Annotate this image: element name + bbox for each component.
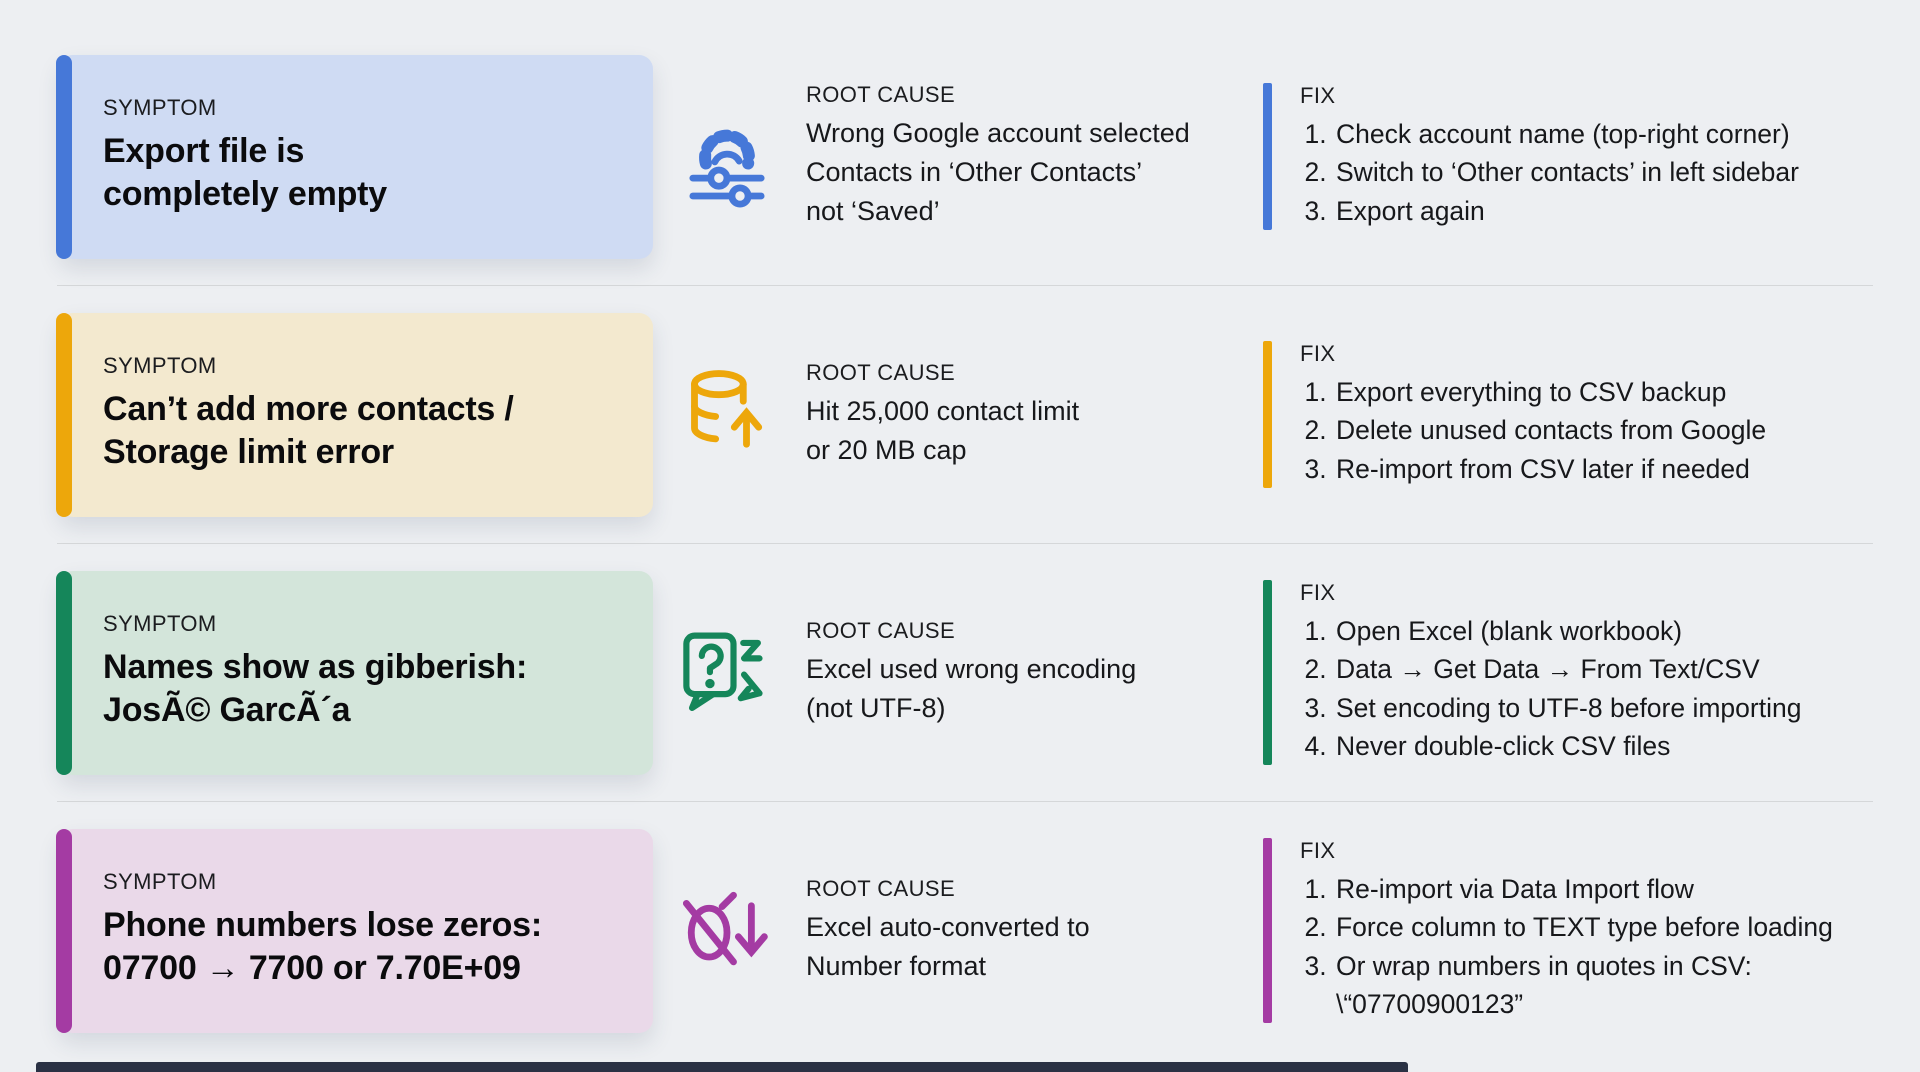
fix-steps-list: Export everything to CSV backupDelete un… <box>1300 373 1766 487</box>
root-cause-text: Excel auto-converted to Number format <box>806 911 1090 981</box>
root-cause-block: ROOT CAUSE Wrong Google account selected… <box>653 82 1263 231</box>
issue-row-empty-export: SYMPTOM Export file is completely empty … <box>0 28 1920 285</box>
root-cause-block: ROOT CAUSE Excel used wrong encoding (no… <box>653 618 1263 728</box>
symptom-label: SYMPTOM <box>103 611 217 637</box>
root-cause-label: ROOT CAUSE <box>806 359 956 385</box>
fix-accent-bar <box>1263 341 1272 488</box>
fix-block: FIX Open Excel (blank workbook)Data → Ge… <box>1263 580 1872 765</box>
encoding-question-icon <box>675 621 779 725</box>
fix-label: FIX <box>1300 83 1336 109</box>
fix-label: FIX <box>1300 341 1336 367</box>
symptom-card: SYMPTOM Names show as gibberish: JosÃ© G… <box>56 570 653 775</box>
root-cause-body: ROOT CAUSE Excel used wrong encoding (no… <box>806 618 1136 728</box>
fix-accent-bar <box>1263 580 1272 765</box>
fix-accent-bar <box>1263 838 1272 1023</box>
fix-step: Never double-click CSV files <box>1334 727 1801 765</box>
card-accent-bar <box>56 54 72 259</box>
fix-label: FIX <box>1300 580 1336 606</box>
symptom-title: Export file is completely empty <box>103 132 388 213</box>
fix-label: FIX <box>1300 838 1336 864</box>
bottom-edge-bar <box>36 1062 1408 1072</box>
card-accent-bar <box>56 828 72 1033</box>
symptom-label: SYMPTOM <box>103 95 217 121</box>
fix-step: Delete unused contacts from Google <box>1334 411 1766 449</box>
fix-step: Or wrap numbers in quotes in CSV: \“0770… <box>1334 947 1872 1023</box>
root-cause-label: ROOT CAUSE <box>806 875 956 901</box>
fix-body: FIX Export everything to CSV backupDelet… <box>1300 341 1766 487</box>
symptom-card: SYMPTOM Export file is completely empty <box>56 54 653 259</box>
root-cause-text: Excel used wrong encoding (not UTF-8) <box>806 653 1137 723</box>
fix-block: FIX Export everything to CSV backupDelet… <box>1263 341 1872 488</box>
root-cause-label: ROOT CAUSE <box>806 617 956 643</box>
root-cause-body: ROOT CAUSE Wrong Google account selected… <box>806 82 1190 231</box>
fix-block: FIX Check account name (top-right corner… <box>1263 83 1872 230</box>
row-divider <box>57 801 1873 802</box>
root-cause-body: ROOT CAUSE Excel auto-converted to Numbe… <box>806 876 1090 986</box>
root-cause-block: ROOT CAUSE Excel auto-converted to Numbe… <box>653 876 1263 986</box>
row-divider <box>57 543 1873 544</box>
fix-step: Check account name (top-right corner) <box>1334 115 1799 153</box>
issue-row-storage-limit: SYMPTOM Can’t add more contacts / Storag… <box>0 286 1920 543</box>
symptom-title: Phone numbers lose zeros: 07700 → 7700 o… <box>103 906 542 987</box>
fix-step: Export everything to CSV backup <box>1334 373 1766 411</box>
fix-step: Force column to TEXT type before loading <box>1334 908 1872 946</box>
root-cause-text: Hit 25,000 contact limit or 20 MB cap <box>806 395 1080 465</box>
row-divider <box>57 285 1873 286</box>
fix-block: FIX Re-import via Data Import flowForce … <box>1263 838 1872 1023</box>
root-cause-label: ROOT CAUSE <box>806 82 956 108</box>
fix-steps-list: Open Excel (blank workbook)Data → Get Da… <box>1300 612 1801 765</box>
issue-row-encoding-gibberish: SYMPTOM Names show as gibberish: JosÃ© G… <box>0 544 1920 801</box>
root-cause-block: ROOT CAUSE Hit 25,000 contact limit or 2… <box>653 360 1263 470</box>
card-accent-bar <box>56 312 72 517</box>
settings-gear-sliders-icon <box>675 105 779 209</box>
symptom-title: Can’t add more contacts / Storage limit … <box>103 390 514 471</box>
root-cause-text: Wrong Google account selected Contacts i… <box>806 118 1190 226</box>
fix-accent-bar <box>1263 83 1272 230</box>
fix-steps-list: Check account name (top-right corner)Swi… <box>1300 115 1799 229</box>
fix-step: Data → Get Data → From Text/CSV <box>1334 650 1801 688</box>
root-cause-body: ROOT CAUSE Hit 25,000 contact limit or 2… <box>806 360 1079 470</box>
zero-slash-icon <box>675 879 779 983</box>
fix-step: Re-import from CSV later if needed <box>1334 450 1766 488</box>
fix-step: Open Excel (blank workbook) <box>1334 612 1801 650</box>
fix-steps-list: Re-import via Data Import flowForce colu… <box>1300 870 1872 1023</box>
fix-step: Set encoding to UTF-8 before importing <box>1334 689 1801 727</box>
fix-step: Switch to ‘Other contacts’ in left sideb… <box>1334 153 1799 191</box>
issue-row-lost-zeros: SYMPTOM Phone numbers lose zeros: 07700 … <box>0 802 1920 1059</box>
symptom-label: SYMPTOM <box>103 353 217 379</box>
symptom-label: SYMPTOM <box>103 869 217 895</box>
symptom-card: SYMPTOM Can’t add more contacts / Storag… <box>56 312 653 517</box>
fix-body: FIX Open Excel (blank workbook)Data → Ge… <box>1300 580 1801 765</box>
symptom-title: Names show as gibberish: JosÃ© GarcÃ´a <box>103 648 528 729</box>
fix-body: FIX Re-import via Data Import flowForce … <box>1300 838 1872 1023</box>
fix-step: Export again <box>1334 192 1799 230</box>
symptom-card: SYMPTOM Phone numbers lose zeros: 07700 … <box>56 828 653 1033</box>
fix-step: Re-import via Data Import flow <box>1334 870 1872 908</box>
database-limit-icon <box>675 363 779 467</box>
fix-body: FIX Check account name (top-right corner… <box>1300 83 1799 229</box>
card-accent-bar <box>56 570 72 775</box>
